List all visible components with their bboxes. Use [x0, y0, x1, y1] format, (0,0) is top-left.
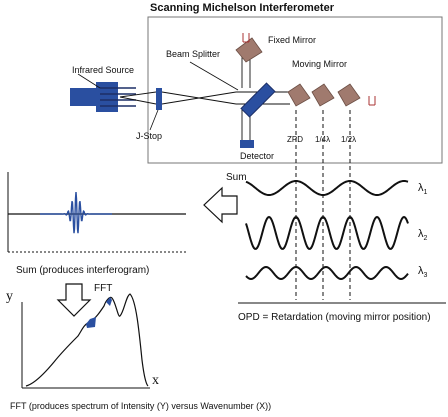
beam-splitter-label: Beam Splitter [166, 49, 221, 59]
beam-splitter-pointer [189, 61, 239, 91]
spectrum-x-axis-label: x [152, 373, 159, 388]
infrared-source-label: Infrared Source [72, 65, 135, 75]
interferogram-caption: Sum (produces interferogram) [16, 265, 150, 276]
opd-caption: OPD = Retardation (moving mirror positio… [238, 312, 431, 323]
position-markers [295, 110, 351, 300]
arrow-left-icon [203, 186, 238, 224]
arrow-down-icon [56, 283, 92, 317]
fixed-mirror-label: Fixed Mirror [268, 35, 317, 45]
spectrum-absorption-band [86, 317, 96, 328]
moving-mirror-label: Moving Mirror [292, 59, 348, 69]
spectrum-curve [25, 293, 149, 387]
diagram-title: Scanning Michelson Interferometer [150, 2, 334, 14]
spectrum-y-axis-label: y [6, 289, 13, 304]
j-stop-pointer [149, 109, 159, 131]
zpd-label: ZPD [287, 135, 303, 144]
fft-label: FFT [94, 283, 113, 294]
lambda2-label: λ2 [418, 228, 428, 243]
detector-label: Detector [240, 151, 275, 161]
detector [240, 140, 254, 148]
fixed-mirror-mount-icon [242, 33, 250, 43]
wave-lambda2 [245, 215, 409, 250]
spectrum-absorption-peak [106, 297, 112, 306]
moving-mirror-positions [287, 83, 361, 107]
j-stop [156, 88, 162, 110]
beam-splitter [240, 82, 276, 118]
spectrum-caption: FFT (produces spectrum of Intensity (Y) … [10, 401, 272, 411]
wave-lambda1 [245, 179, 409, 197]
interferogram-burst [40, 191, 112, 234]
lambda3-label: λ3 [418, 265, 428, 280]
quarter-lambda-label: 1/4λ [315, 135, 331, 144]
moving-mirror-mount-icon [368, 96, 376, 106]
lambda1-label: λ1 [418, 182, 428, 197]
sum-label: Sum [226, 172, 247, 183]
j-stop-label: J-Stop [136, 131, 163, 141]
infrared-source-pointer [77, 73, 101, 89]
infrared-source [70, 82, 136, 112]
half-lambda-label: 1/2λ [341, 135, 357, 144]
wave-lambda3 [245, 265, 409, 281]
